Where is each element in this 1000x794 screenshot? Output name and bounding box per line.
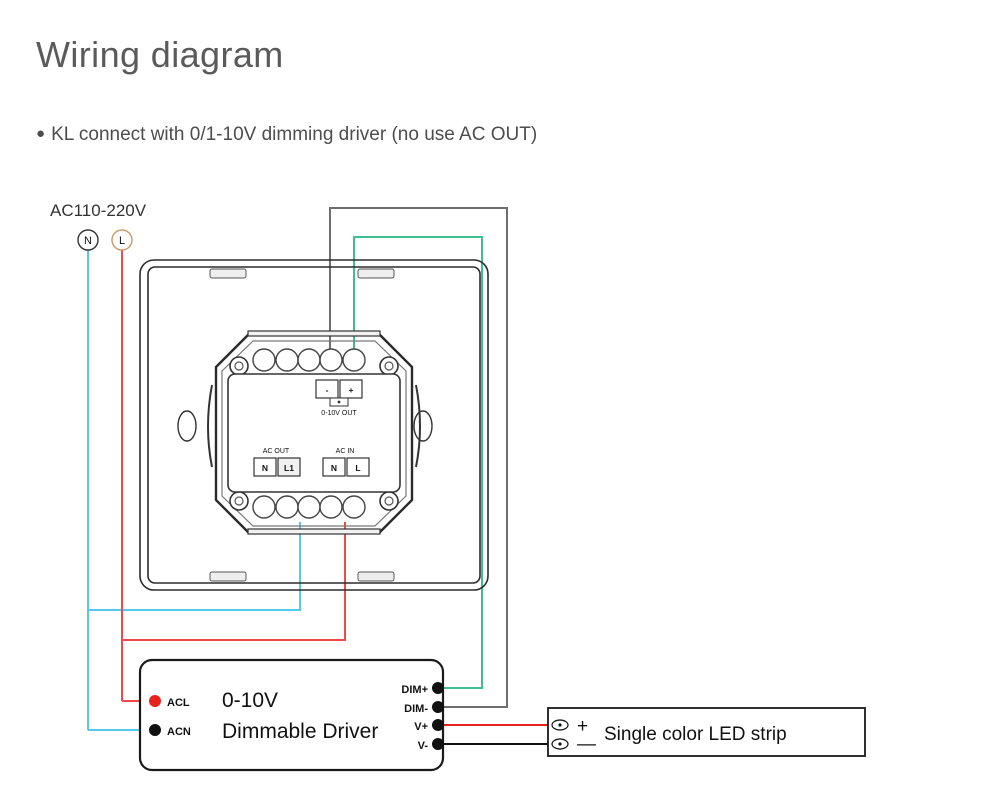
wire-dim-plus <box>353 236 483 689</box>
page-title: Wiring diagram <box>36 34 284 75</box>
led-strip: + — Single color LED strip <box>547 707 866 757</box>
dim-output-block: - + 0-10V OUT <box>315 379 363 417</box>
ac-in-label: AC IN <box>336 448 355 455</box>
driver-v-plus-label: V+ <box>414 721 428 733</box>
diagram-caption: ● KL connect with 0/1-10V dimming driver … <box>36 124 537 146</box>
driver-v-plus-dot <box>432 719 444 731</box>
ac-in-n-label: N <box>331 463 337 473</box>
led-strip-label: Single color LED strip <box>604 724 787 745</box>
led-strip-box <box>547 707 866 757</box>
mounting-frame <box>177 330 433 535</box>
mount-frame-inner <box>221 340 407 527</box>
dim-plus-label: + <box>349 385 354 395</box>
bottom-hole-1 <box>252 495 276 519</box>
frame-left-curve <box>207 384 213 468</box>
wall-plate-tab-top-right <box>357 268 395 279</box>
ac-out-l1-terminal[interactable] <box>277 457 301 477</box>
driver-acn-label: ACN <box>167 726 191 738</box>
wire-neutral-to-switch <box>88 522 301 611</box>
driver-dim-plus-label: DIM+ <box>401 684 428 696</box>
dim-output-label: 0-10V OUT <box>321 410 357 417</box>
ac-out-n-label: N <box>262 463 268 473</box>
ac-in-block: AC IN N L <box>322 448 370 477</box>
led-minus-label: — <box>577 734 596 755</box>
led-plus-label: + <box>577 716 588 737</box>
wiring-diagram: AC110-220V N L <box>0 170 1000 794</box>
ac-out-label: AC OUT <box>263 448 290 455</box>
neutral-terminal-label: N <box>84 235 92 247</box>
bottom-hole-4 <box>319 495 343 519</box>
live-terminal-label: L <box>119 235 125 247</box>
switch-module-body: - + 0-10V OUT AC OUT N L1 AC IN N L <box>227 373 401 493</box>
led-minus-screw <box>558 742 562 746</box>
screw-hole-bottom-right-inner <box>384 496 394 506</box>
wall-plate-outer <box>139 259 489 591</box>
driver-title-line1: 0-10V <box>222 689 278 712</box>
wall-plate <box>139 259 489 591</box>
side-oval-left <box>177 410 197 442</box>
top-wire-holes <box>252 348 366 372</box>
top-hole-1 <box>252 348 276 372</box>
mount-strap-top <box>247 330 381 337</box>
side-oval-right <box>413 410 433 442</box>
screw-hole-bottom-left-inner <box>234 496 244 506</box>
top-hole-2 <box>275 348 299 372</box>
bottom-hole-3 <box>297 495 321 519</box>
bottom-hole-5 <box>342 495 366 519</box>
bottom-hole-2 <box>275 495 299 519</box>
power-source: AC110-220V N L <box>50 201 147 251</box>
screw-hole-top-left-inner <box>234 361 244 371</box>
wall-plate-tab-top-left <box>209 268 247 279</box>
ac-out-l1-label: L1 <box>284 463 294 473</box>
top-hole-4 <box>319 348 343 372</box>
top-hole-3 <box>297 348 321 372</box>
bottom-wire-holes <box>252 495 366 519</box>
driver-dim-minus-dot <box>432 701 444 713</box>
driver-box <box>138 658 445 772</box>
dimmable-driver: 0-10V Dimmable Driver ACL ACN DIM+ DIM- … <box>138 658 445 772</box>
ac-in-l-terminal[interactable] <box>346 457 370 477</box>
wire-dim-minus <box>329 207 508 708</box>
driver-title-line2: Dimmable Driver <box>222 720 378 743</box>
wall-plate-tab-bottom-left <box>209 571 247 582</box>
driver-v-minus-label: V- <box>418 740 429 752</box>
ac-out-n-terminal[interactable] <box>253 457 277 477</box>
ac-in-n-terminal[interactable] <box>322 457 346 477</box>
bullet-icon: ● <box>36 125 46 142</box>
top-hole-5 <box>342 348 366 372</box>
ac-out-block: AC OUT N L1 <box>253 448 301 477</box>
dim-block-dot <box>337 400 341 404</box>
driver-acl-dot <box>149 695 161 707</box>
driver-acl-label: ACL <box>167 697 190 709</box>
wall-plate-inner <box>147 266 481 584</box>
driver-dim-minus-label: DIM- <box>404 703 428 715</box>
ac-in-l-label: L <box>355 463 360 473</box>
power-source-label: AC110-220V <box>50 201 147 220</box>
mount-strap-bottom <box>247 528 381 535</box>
wall-plate-tab-bottom-right <box>357 571 395 582</box>
driver-v-minus-dot <box>432 738 444 750</box>
dim-minus-terminal[interactable] <box>315 379 339 399</box>
frame-right-curve <box>415 384 421 468</box>
neutral-terminal-circle <box>77 229 99 251</box>
screw-hole-top-right-inner <box>384 361 394 371</box>
live-terminal-circle <box>111 229 133 251</box>
wire-live-to-switch <box>122 522 346 641</box>
driver-dim-plus-dot <box>432 682 444 694</box>
driver-acn-dot <box>149 724 161 736</box>
dim-minus-label: - <box>326 385 329 395</box>
dim-plus-terminal[interactable] <box>339 379 363 399</box>
caption-text: KL connect with 0/1-10V dimming driver (… <box>51 124 538 145</box>
led-plus-screw <box>558 723 562 727</box>
